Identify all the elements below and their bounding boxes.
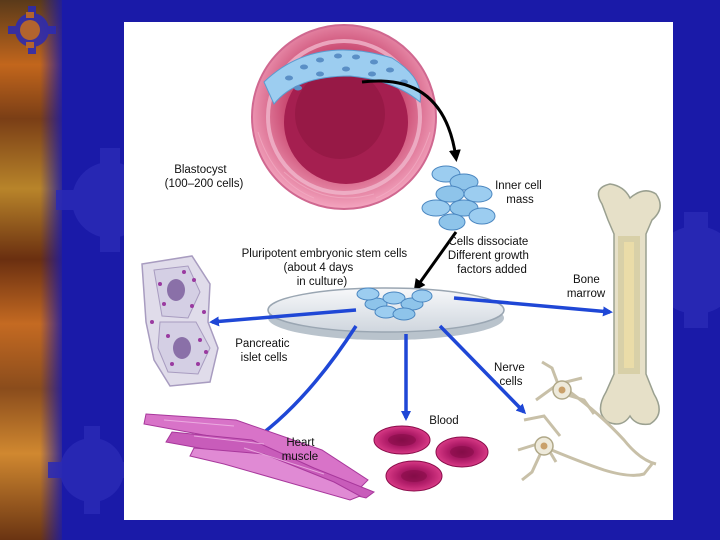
arrow-to-nerve [438,324,527,415]
label-inner-cell-mass: Inner cell mass [495,180,545,206]
inner-cell-mass-cluster [421,165,496,231]
arrow-isolate-inner-cell-mass [361,79,461,162]
label-blood: Blood [429,415,458,427]
label-pluripotent: Pluripotent embryonic stem cells (about … [242,248,411,288]
blastocyst-illustration [251,24,437,210]
culture-dish [267,287,505,340]
label-pancreatic: Pancreatic islet cells [235,338,293,364]
arrow-to-culture-dish [413,231,458,292]
label-cells-dissociate: Cells dissociate Different growth factor… [448,236,532,276]
arrow-to-pancreatic [209,308,357,327]
heart-muscle-fibers [143,413,376,501]
label-nerve: Nerve cells [494,362,528,388]
label-bone-marrow: Bone marrow [567,274,606,300]
background-strip-shade [40,0,62,540]
diagram-panel: Blastocyst (100–200 cells) Inner cell ma… [124,22,673,520]
stem-cell-diagram: Blastocyst (100–200 cells) Inner cell ma… [141,24,661,501]
pancreatic-islet-cells [141,255,219,387]
label-blastocyst: Blastocyst (100–200 cells) [165,164,244,190]
gear-icon [48,426,136,514]
label-heart: Heart muscle [282,437,318,463]
bone-illustration [597,183,661,426]
arrow-to-bone-marrow [453,296,613,317]
nerve-cell-bodies [534,380,572,456]
red-blood-cells [373,425,489,492]
